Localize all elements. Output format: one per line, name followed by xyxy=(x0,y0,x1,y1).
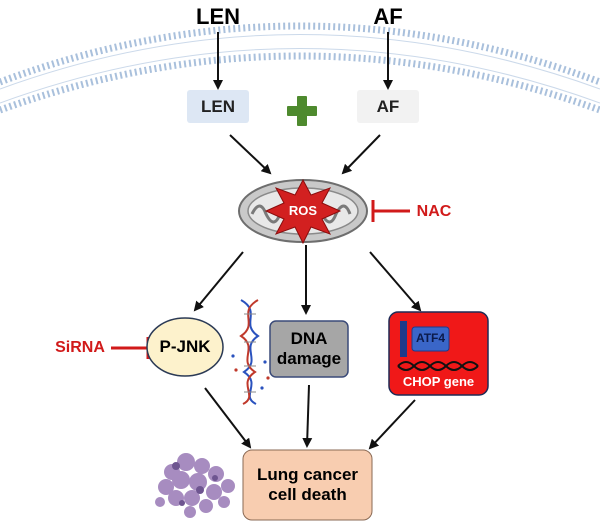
chop-gene-label: CHOP gene xyxy=(402,373,475,389)
ros-label: ROS xyxy=(288,202,318,218)
ros-burst-icon xyxy=(264,178,342,245)
nac-label: NAC xyxy=(416,202,452,220)
pjnk-node xyxy=(146,317,224,377)
pjnk-label: P-JNK xyxy=(159,337,211,357)
cell-membrane xyxy=(0,22,600,114)
nac-inhibitor xyxy=(371,200,410,222)
sirna-inhibitor xyxy=(111,337,150,359)
plus-icon xyxy=(287,96,317,126)
len-box-label: LEN xyxy=(201,96,235,116)
atf4-label: ATF4 xyxy=(415,331,446,346)
sirna-label: SiRNA xyxy=(55,338,105,356)
arrow-chop-to-death xyxy=(368,399,416,450)
len-box xyxy=(187,90,249,123)
cell-death-label: Lung cancer cell death xyxy=(256,465,359,504)
af-box-label: AF xyxy=(376,96,400,116)
arrow-mito-to-pjnk xyxy=(193,251,244,312)
dna-damage-label: DNA damage xyxy=(276,329,342,368)
af-box xyxy=(357,90,419,123)
arrow-len-to-mito xyxy=(229,134,272,175)
tumor-cluster-icon xyxy=(155,453,235,518)
af-top-label: AF xyxy=(373,4,403,30)
len-top-label: LEN xyxy=(196,4,240,30)
arrow-dna-to-death xyxy=(302,384,313,448)
cell-death-box xyxy=(242,449,373,521)
arrow-mito-to-chop xyxy=(369,251,422,312)
dna-helix-icon xyxy=(231,299,270,405)
arrow-pjnk-to-death xyxy=(204,387,252,449)
arrow-af-to-mito xyxy=(341,134,381,175)
chop-box xyxy=(388,311,489,396)
dna-damage-box xyxy=(269,320,349,378)
